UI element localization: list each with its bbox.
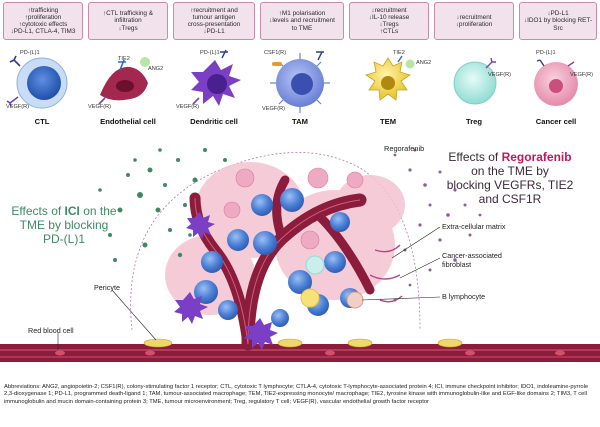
callout-b-lymphocyte: B lymphocyte — [442, 292, 486, 301]
panel-cancer: ↓PD-L1↓IDO1 by blocking RET-Src — [519, 2, 597, 40]
tme-tem-cell — [300, 288, 320, 308]
tem-cell — [365, 55, 415, 101]
cancer-pdl1-label: PD-(L)1 — [536, 50, 556, 56]
endo-ang2-label: ANG2 — [148, 66, 164, 72]
ctl-cell — [6, 55, 68, 109]
label-ctl: CTL — [34, 117, 50, 126]
callout-rbc: Red blood cell — [28, 326, 74, 335]
panel-endothelial: ↑CTL trafficking &infiltration↓Tregs — [88, 2, 168, 40]
label-treg: Treg — [465, 117, 483, 126]
regorafenib-label: Regorafenib — [384, 144, 425, 153]
dendritic-cell — [191, 49, 241, 106]
dc-vegfr-label: VEGF(R) — [176, 104, 199, 110]
endo-tie2-label: TIE2 — [118, 56, 130, 62]
regorafenib-dots — [393, 148, 482, 302]
endothelial-cell — [98, 57, 150, 105]
endo-vegfr-label: VEGF(R) — [88, 104, 111, 110]
callout-pericyte: Pericyte — [94, 283, 120, 292]
callout-caf: Cancer-associated fibroblast — [442, 251, 502, 269]
treg-vegfr-label: VEGF(R) — [488, 72, 511, 78]
tem-ang2-label: ANG2 — [416, 60, 432, 66]
tme-diagram — [0, 49, 600, 362]
tme-dendritic-cells — [174, 212, 278, 350]
label-dendritic: Dendritic cell — [190, 117, 238, 126]
panel-ctl: ↑trafficking↑proliferation↑cytotoxic eff… — [3, 2, 83, 40]
tme-boundary — [130, 152, 421, 331]
label-tam: TAM — [292, 117, 308, 126]
cancer-vegfr-label: VEGF(R) — [570, 72, 593, 78]
ctl-vegfr-label: VEGF(R) — [6, 104, 29, 110]
pericytes — [143, 338, 463, 348]
treg-cell — [453, 57, 497, 105]
tme-ctl-cells — [194, 188, 360, 327]
cancer-cell — [534, 59, 578, 106]
tam-csf1r-label: CSF1(R) — [264, 50, 287, 56]
ctl-pdl1-label: PD-(L)1 — [20, 50, 40, 56]
abbreviations-footnote: Abbreviations: ANG2, angiopoietin-2; CSF… — [4, 384, 589, 405]
dc-pdl1-label: PD-(L)1 — [200, 50, 220, 56]
label-tem: TEM — [379, 117, 397, 126]
blood-vessel-base — [0, 344, 600, 362]
panel-tem: ↓recruitment↓IL-10 release↓Tregs↑CTLs — [349, 2, 429, 40]
tme-cancer-cells — [223, 167, 364, 250]
effects-ici: Effects of ICI on the TME by blocking PD… — [11, 204, 117, 246]
tem-tie2-label: TIE2 — [393, 50, 405, 56]
fibroblasts — [369, 244, 403, 303]
red-blood-cells — [55, 350, 565, 356]
tam-vegfr-label: VEGF(R) — [262, 106, 285, 112]
tme-b-lymphocyte — [346, 291, 364, 309]
callout-ecm: Extra-cellular matrix — [442, 222, 506, 231]
tme-treg-cell — [305, 255, 325, 275]
tam-cell — [270, 51, 330, 113]
label-cancer: Cancer cell — [535, 117, 577, 126]
panel-treg: ↓recruitment↓proliferation — [434, 2, 514, 40]
effects-regorafenib: Effects of Regorafenib on the TME by blo… — [446, 150, 574, 206]
ici-antibody-dots — [98, 148, 227, 262]
label-endothelial: Endothelial cell — [100, 117, 156, 126]
